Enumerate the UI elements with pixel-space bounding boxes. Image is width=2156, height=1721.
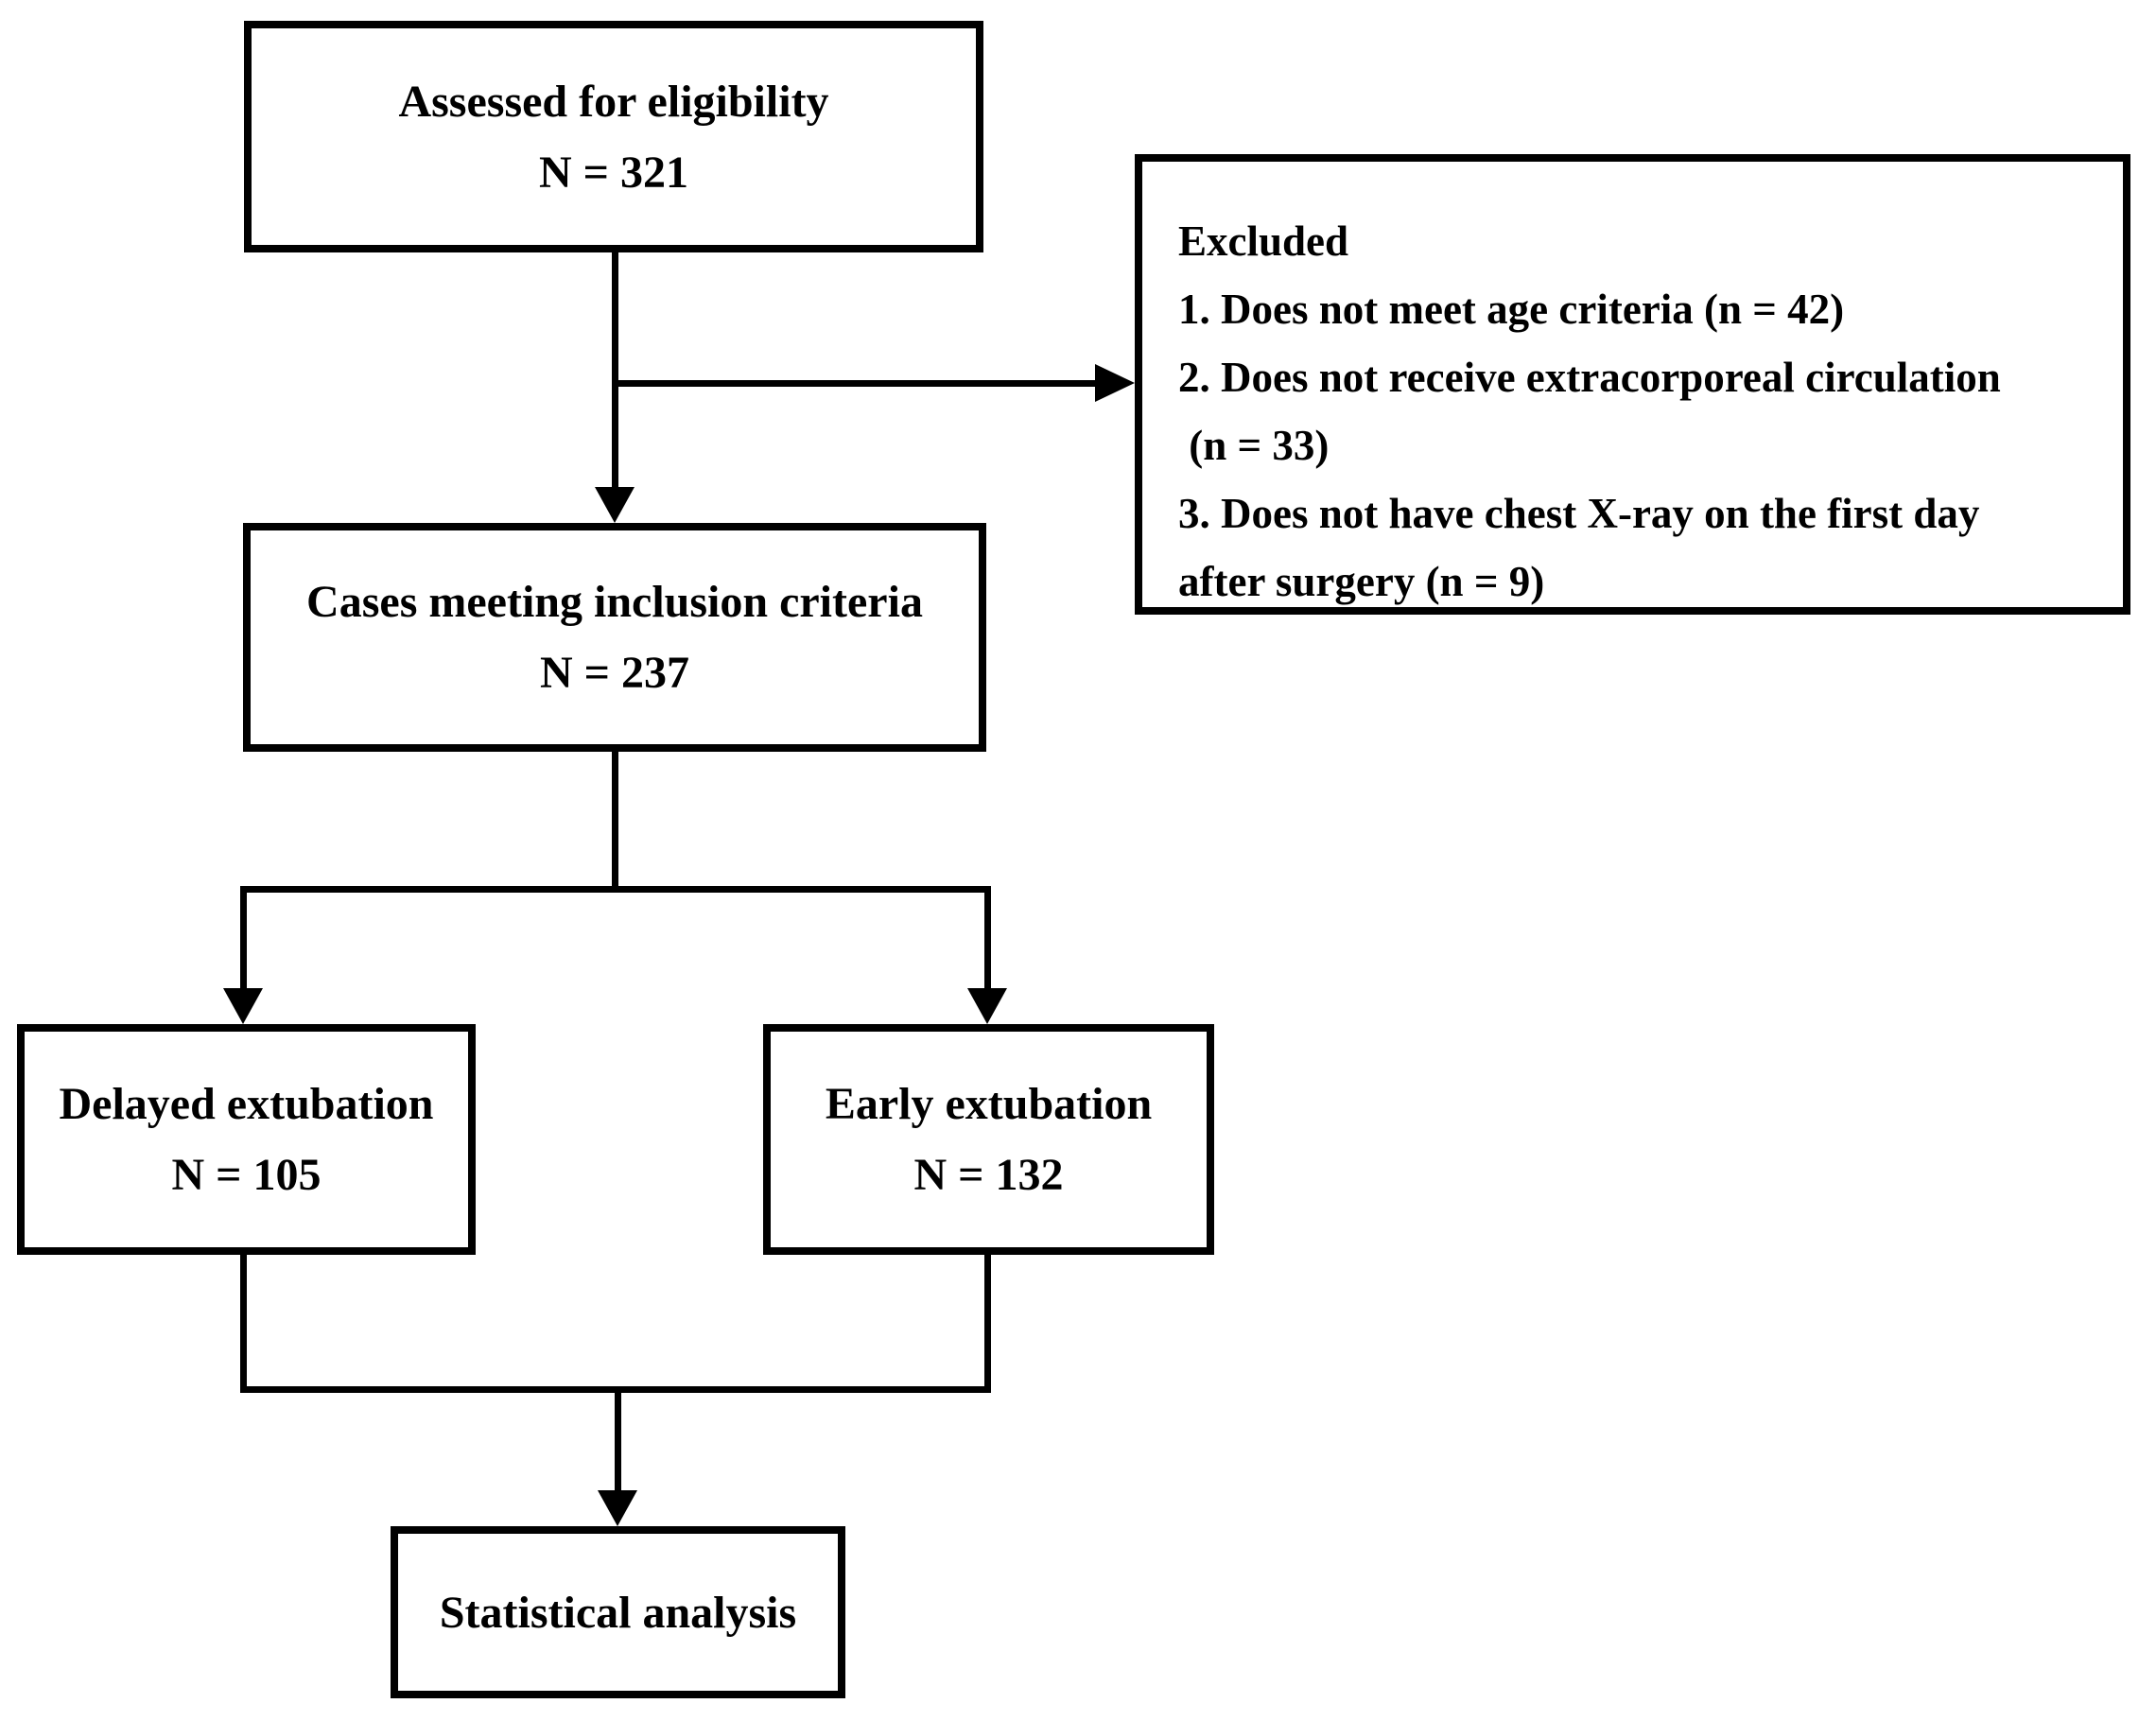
early-title: Early extubation bbox=[825, 1079, 1153, 1129]
early-count: N = 132 bbox=[913, 1150, 1064, 1200]
excluded-reason-3: 3. Does not have chest X-ray on the firs… bbox=[1178, 490, 1980, 537]
arrowhead-right-icon bbox=[1095, 364, 1135, 402]
connector-assessed-to-inclusion bbox=[612, 252, 618, 492]
delayed-title: Delayed extubation bbox=[59, 1079, 434, 1129]
connector-to-excluded bbox=[615, 380, 1101, 387]
box-excluded: Excluded 1. Does not meet age criteria (… bbox=[1135, 154, 2130, 615]
excluded-reason-1: 1. Does not meet age criteria (n = 42) bbox=[1178, 286, 1845, 333]
inclusion-title: Cases meeting inclusion criteria bbox=[306, 577, 923, 627]
branch-horizontal-bar bbox=[240, 886, 991, 893]
excluded-heading: Excluded bbox=[1178, 217, 1349, 265]
connector-early-to-merge bbox=[984, 1255, 991, 1393]
assessed-title: Assessed for eligibility bbox=[398, 76, 829, 127]
connector-inclusion-to-branch bbox=[612, 752, 618, 889]
connector-branch-to-delayed bbox=[240, 886, 247, 992]
excluded-reason-2: 2. Does not receive extracorporeal circu… bbox=[1178, 354, 2001, 401]
assessed-count: N = 321 bbox=[538, 147, 688, 198]
arrowhead-down-icon bbox=[967, 988, 1007, 1024]
box-early-extubation: Early extubation N = 132 bbox=[763, 1024, 1214, 1255]
connector-branch-to-early bbox=[984, 886, 991, 992]
box-delayed-extubation: Delayed extubation N = 105 bbox=[17, 1024, 476, 1255]
arrowhead-down-icon bbox=[595, 487, 635, 523]
connector-delayed-to-merge bbox=[240, 1255, 247, 1393]
excluded-reason-3-cont: after surgery (n = 9) bbox=[1178, 558, 1545, 605]
statistical-title: Statistical analysis bbox=[439, 1587, 797, 1638]
delayed-count: N = 105 bbox=[171, 1150, 322, 1200]
box-assessed-for-eligibility: Assessed for eligibility N = 321 bbox=[244, 21, 983, 252]
arrowhead-down-icon bbox=[598, 1490, 637, 1526]
connector-merge-to-statistical bbox=[615, 1386, 621, 1492]
box-statistical-analysis: Statistical analysis bbox=[391, 1526, 845, 1698]
excluded-reason-2-count: (n = 33) bbox=[1178, 422, 1330, 469]
arrowhead-down-icon bbox=[223, 988, 263, 1024]
box-inclusion-criteria: Cases meeting inclusion criteria N = 237 bbox=[243, 523, 986, 752]
inclusion-count: N = 237 bbox=[539, 648, 689, 698]
